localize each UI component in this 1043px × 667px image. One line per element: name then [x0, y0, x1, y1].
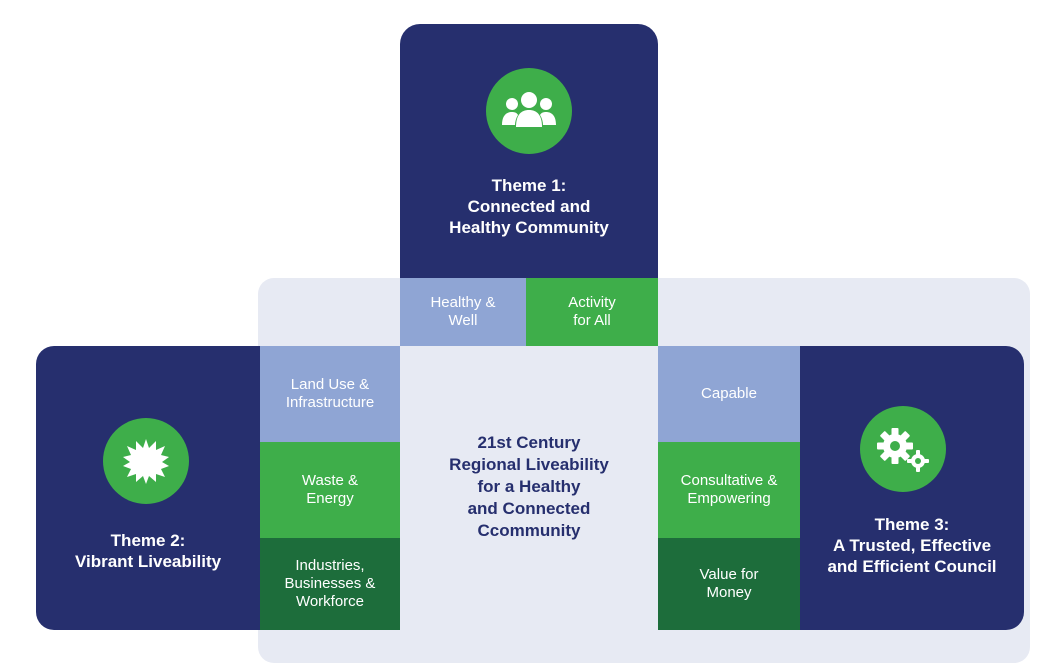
- theme3-title-line: and Efficient Council: [827, 557, 997, 576]
- theme2-title: Theme 2: Vibrant Liveability: [36, 530, 260, 572]
- theme2-title-line: Vibrant Liveability: [74, 552, 222, 571]
- item-land-use: Land Use & Infrastructure: [260, 346, 400, 442]
- center-line: Ccommunity: [477, 521, 581, 540]
- item-line: Activity: [568, 294, 616, 311]
- theme1-title-line: Theme 1:: [491, 176, 567, 195]
- theme1-title-line: Healthy Community: [449, 218, 609, 237]
- item-line: Value for: [699, 566, 759, 583]
- theme1-block: Theme 1: Connected and Healthy Community: [400, 24, 658, 278]
- center-line: Regional Liveability: [449, 455, 609, 474]
- item-capable: Capable: [658, 346, 800, 442]
- item-line: Waste &: [301, 472, 359, 489]
- theme3-title: Theme 3: A Trusted, Effective and Effici…: [800, 514, 1024, 577]
- theme3-title-line: A Trusted, Effective: [832, 536, 992, 555]
- center-title: 21st Century Regional Liveability for a …: [400, 432, 658, 542]
- item-healthy-well: Healthy & Well: [400, 278, 526, 346]
- center-line: 21st Century: [477, 433, 581, 452]
- item-line: for All: [573, 312, 611, 329]
- center-line: for a Healthy: [477, 477, 581, 496]
- people-group-icon: [486, 68, 572, 154]
- item-line: Workforce: [295, 593, 365, 610]
- item-line: Well: [448, 312, 478, 329]
- item-line: Businesses &: [284, 575, 376, 592]
- item-industries: Industries, Businesses & Workforce: [260, 538, 400, 630]
- theme1-title-line: Connected and: [467, 197, 591, 216]
- item-line: Healthy &: [430, 294, 496, 311]
- item-line: Land Use &: [290, 376, 370, 393]
- sun-burst-icon: [103, 418, 189, 504]
- item-value-for-money: Value for Money: [658, 538, 800, 630]
- item-line: Industries,: [295, 557, 365, 574]
- item-consultative: Consultative & Empowering: [658, 442, 800, 538]
- item-line: Infrastructure: [285, 394, 375, 411]
- item-waste-energy: Waste & Energy: [260, 442, 400, 538]
- theme1-title: Theme 1: Connected and Healthy Community: [400, 175, 658, 238]
- theme3-title-line: Theme 3:: [874, 515, 950, 534]
- item-line: Empowering: [687, 490, 771, 507]
- center-line: and Connected: [467, 499, 591, 518]
- theme3-block: Theme 3: A Trusted, Effective and Effici…: [800, 346, 1024, 630]
- item-activity-for-all: Activity for All: [526, 278, 658, 346]
- theme2-block: Theme 2: Vibrant Liveability: [36, 346, 260, 630]
- item-line: Energy: [306, 490, 354, 507]
- item-line: Money: [706, 584, 752, 601]
- theme2-title-line: Theme 2:: [110, 531, 186, 550]
- gears-icon: [860, 406, 946, 492]
- item-line: Capable: [701, 385, 757, 402]
- item-line: Consultative &: [680, 472, 778, 489]
